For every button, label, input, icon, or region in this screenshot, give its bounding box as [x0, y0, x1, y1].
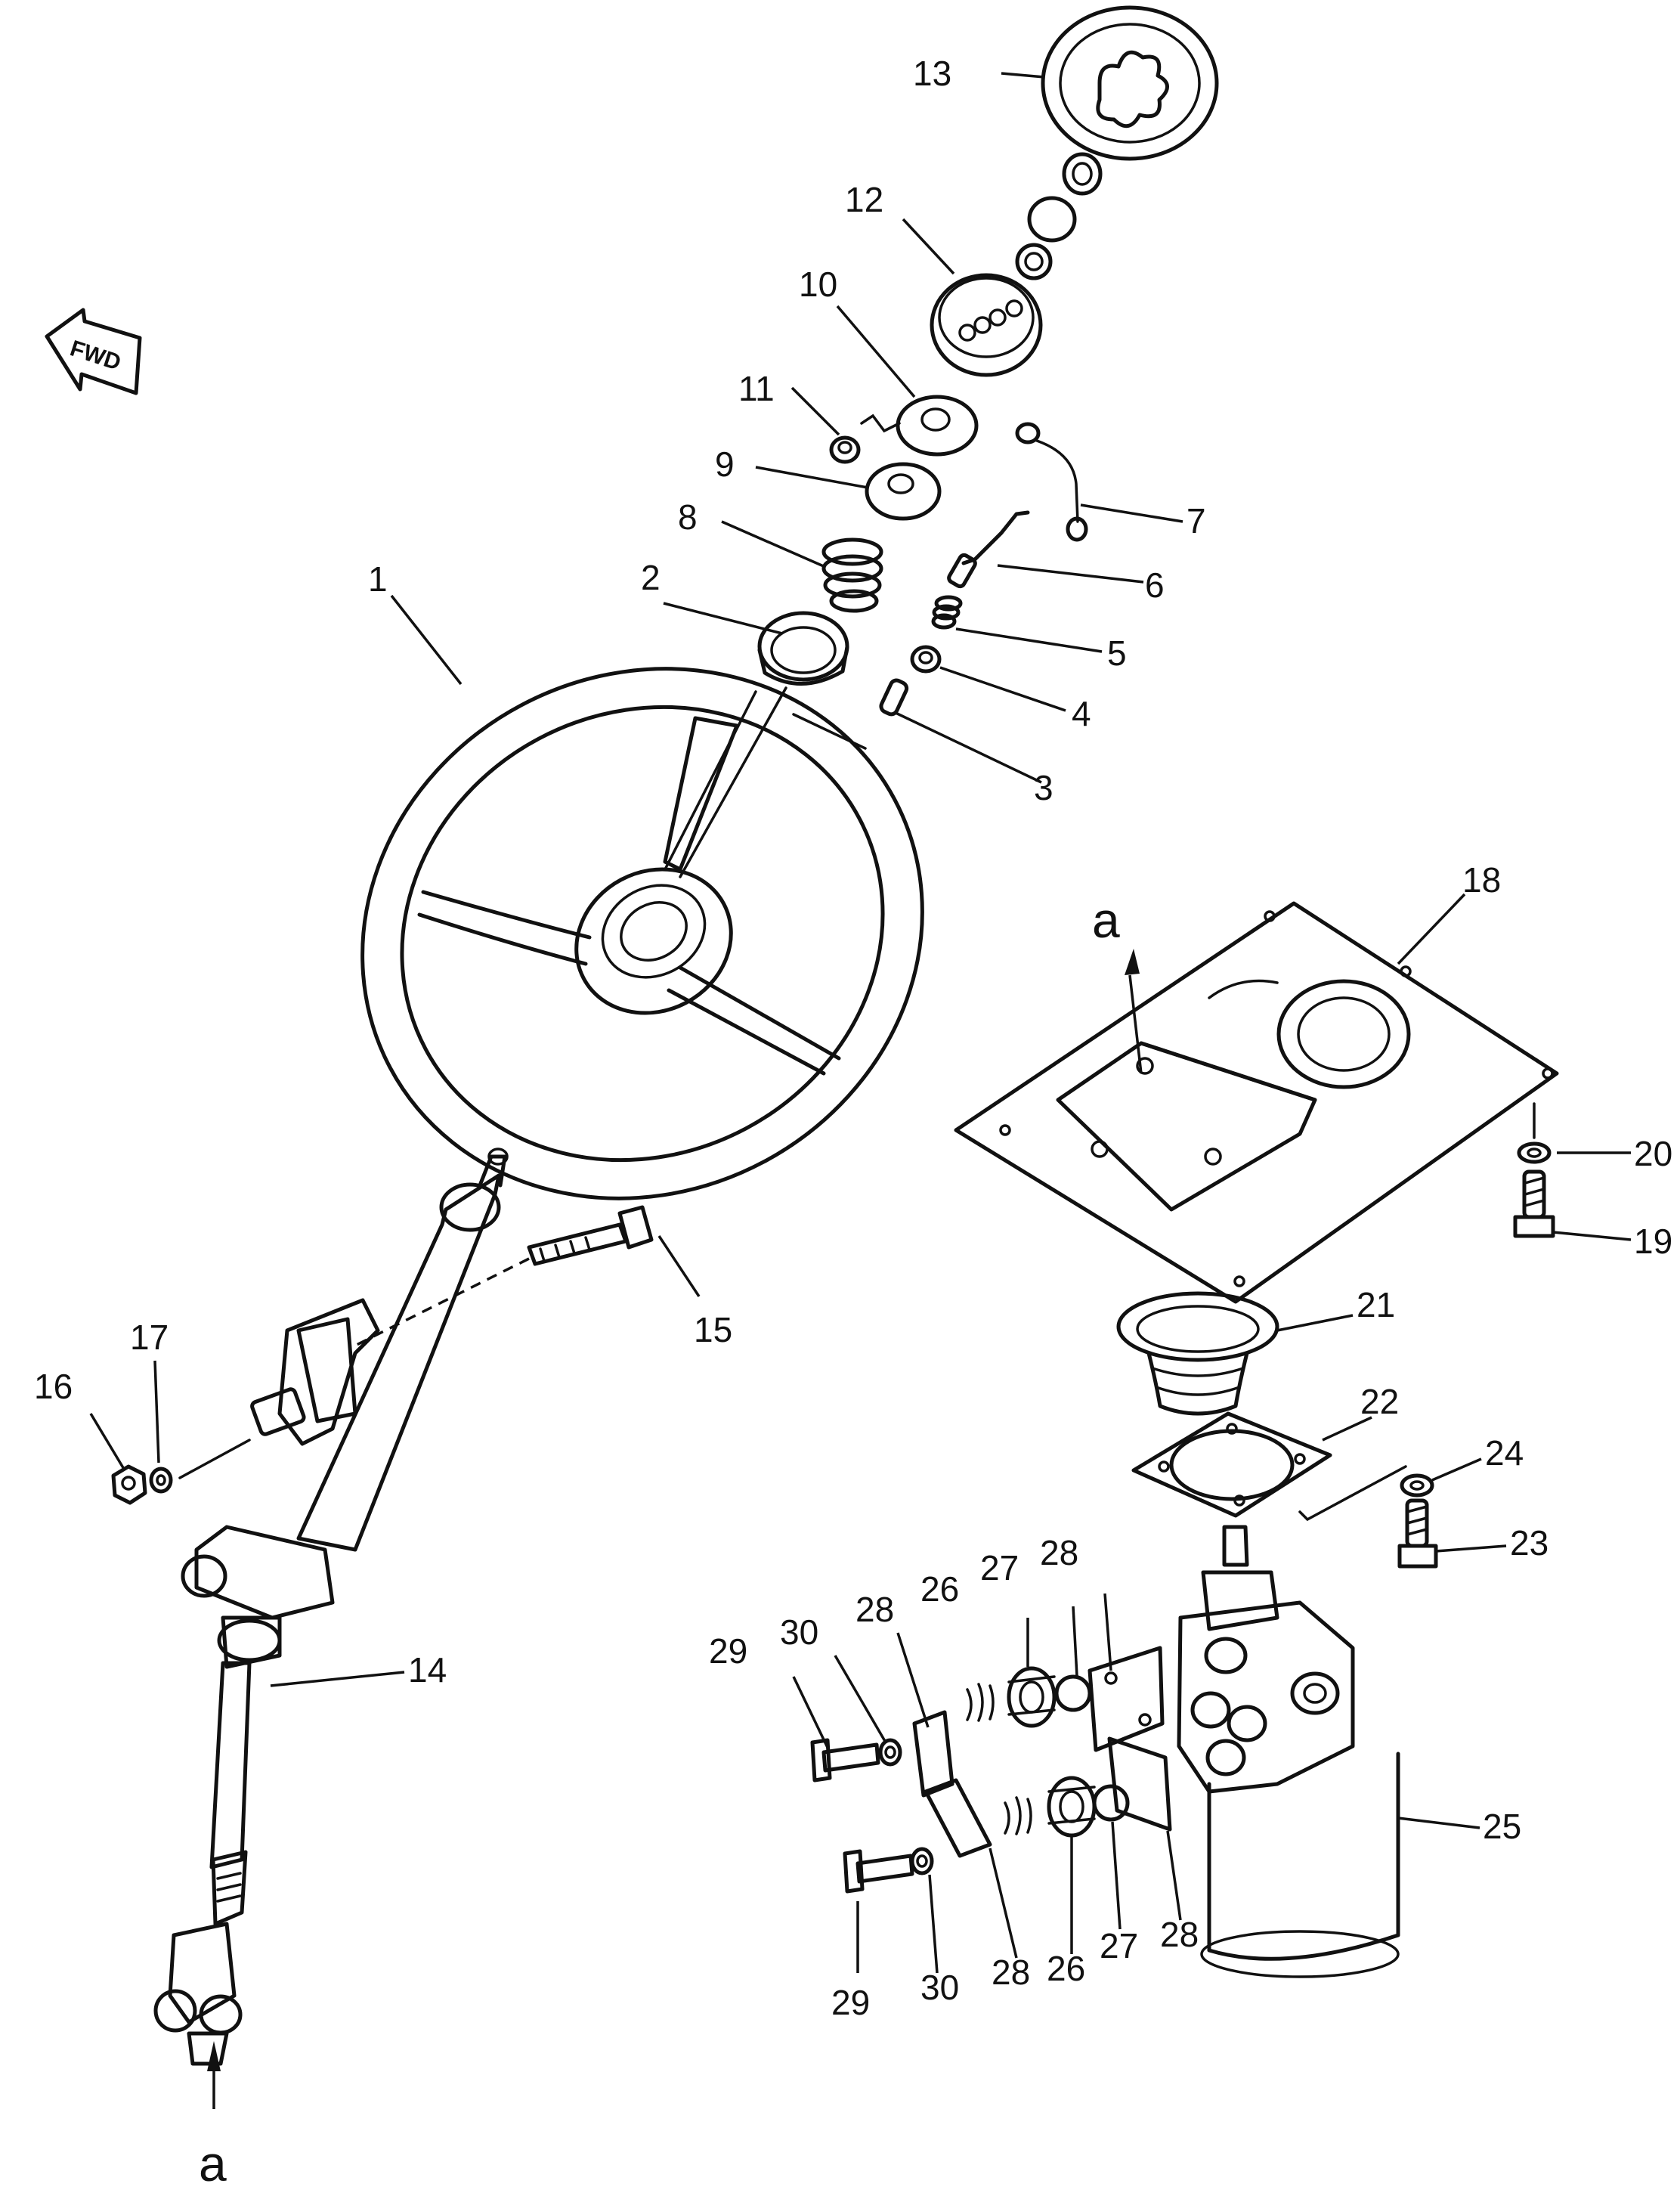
arrow-up-icon — [1125, 949, 1140, 975]
callout-30-lower: 30 — [920, 1968, 959, 2007]
horn-base[interactable] — [930, 273, 1043, 377]
callout-17: 17 — [130, 1318, 169, 1357]
callout-21: 21 — [1357, 1285, 1395, 1324]
callout-30-upper: 30 — [780, 1612, 818, 1652]
callout-16: 16 — [34, 1367, 73, 1406]
insulator-pin[interactable] — [879, 678, 909, 717]
callout-13: 13 — [913, 54, 951, 93]
callout-5: 5 — [1107, 633, 1127, 673]
nut-11[interactable] — [829, 435, 861, 464]
washer-20[interactable] — [1517, 1141, 1552, 1164]
callout-15: 15 — [694, 1310, 732, 1349]
callout-18: 18 — [1462, 860, 1501, 900]
callouts: 13 12 10 11 9 8 7 6 5 4 3 2 1 18 20 19 2… — [34, 54, 1672, 2022]
fwd-arrow-icon: FWD — [45, 308, 142, 395]
o-ring-lower — [1004, 1796, 1032, 1835]
bolt-23[interactable] — [1397, 1498, 1438, 1569]
callout-11: 11 — [738, 369, 775, 408]
steering-unit[interactable] — [1177, 1525, 1400, 1978]
small-spring[interactable] — [931, 595, 963, 630]
view-mark-bottom: a — [199, 2136, 227, 2191]
port-flange-upper-left[interactable] — [912, 1710, 954, 1798]
contact-pin[interactable] — [947, 510, 1030, 589]
callout-24: 24 — [1485, 1433, 1524, 1473]
bolt-15[interactable] — [527, 1205, 654, 1266]
callout-19: 19 — [1634, 1222, 1672, 1261]
washer-24[interactable] — [1400, 1473, 1434, 1498]
washer-30-lower[interactable] — [910, 1847, 934, 1875]
callout-10: 10 — [799, 265, 837, 304]
callout-27-lower: 27 — [1100, 1926, 1138, 1965]
callout-23: 23 — [1510, 1523, 1549, 1563]
callout-28-upper-left: 28 — [855, 1590, 894, 1629]
callout-28-lower-left: 28 — [992, 1953, 1030, 1992]
callout-28-lower-right: 28 — [1160, 1915, 1199, 1954]
horn-cup[interactable] — [757, 611, 849, 686]
callout-20: 20 — [1634, 1134, 1672, 1173]
assembly-line — [178, 1439, 251, 1479]
adapter-27-upper[interactable] — [1054, 1674, 1092, 1712]
steering-wheel[interactable] — [269, 571, 1016, 1296]
o-ring-upper — [966, 1683, 995, 1722]
callout-22: 22 — [1360, 1382, 1399, 1421]
spring[interactable] — [821, 537, 883, 613]
assembly-line — [1298, 1465, 1407, 1522]
port-flange-lower-left[interactable] — [924, 1778, 992, 1858]
floor-plate[interactable] — [954, 901, 1559, 1304]
coupling-26-upper[interactable] — [1007, 1666, 1057, 1728]
steering-boot[interactable] — [1116, 1291, 1279, 1416]
horn-cap[interactable] — [1041, 5, 1219, 161]
callout-12: 12 — [845, 180, 883, 219]
callout-26-lower: 26 — [1047, 1949, 1085, 1988]
callout-29-upper: 29 — [709, 1631, 747, 1671]
steering-column[interactable] — [153, 1148, 509, 2066]
nut-16[interactable] — [111, 1464, 147, 1505]
washer-17[interactable] — [149, 1467, 173, 1494]
callout-3: 3 — [1034, 768, 1053, 807]
callout-8: 8 — [678, 497, 698, 537]
washer-30-upper[interactable] — [878, 1738, 902, 1767]
leader-lines — [89, 72, 1632, 1974]
callout-4: 4 — [1072, 694, 1091, 733]
contact-plate[interactable] — [896, 395, 979, 457]
spring-plate[interactable] — [865, 462, 942, 521]
bolt-29-upper[interactable] — [810, 1738, 880, 1783]
view-arrow-line — [1128, 974, 1143, 1074]
view-mark-top: a — [1092, 892, 1120, 948]
callout-9: 9 — [715, 444, 735, 484]
assembly-line — [860, 413, 901, 433]
callout-28-upper-right: 28 — [1040, 1533, 1078, 1572]
assembly-line — [354, 1257, 530, 1347]
callout-29-lower: 29 — [831, 1983, 870, 2022]
arrow-up-icon — [207, 2041, 221, 2071]
bolt-29-lower[interactable] — [843, 1849, 914, 1894]
horn-wire[interactable] — [1015, 422, 1088, 542]
callout-7: 7 — [1187, 501, 1206, 540]
bushing[interactable] — [910, 645, 942, 674]
assembly-line — [679, 686, 787, 878]
port-flange-upper-right[interactable] — [1088, 1646, 1165, 1752]
callout-2: 2 — [641, 558, 661, 597]
callout-1: 1 — [368, 559, 388, 599]
horn-contact-rings — [1015, 152, 1103, 280]
fwd-label: FWD — [67, 336, 124, 375]
callout-26-upper: 26 — [920, 1569, 959, 1609]
callout-6: 6 — [1145, 565, 1165, 605]
callout-27-upper: 27 — [980, 1548, 1019, 1587]
adapter-27-lower[interactable] — [1092, 1784, 1130, 1822]
callout-25: 25 — [1483, 1807, 1521, 1846]
coupling-26-lower[interactable] — [1047, 1776, 1097, 1838]
gasket[interactable] — [1131, 1411, 1332, 1518]
bolt-19[interactable] — [1513, 1169, 1555, 1238]
callout-14: 14 — [408, 1650, 447, 1690]
